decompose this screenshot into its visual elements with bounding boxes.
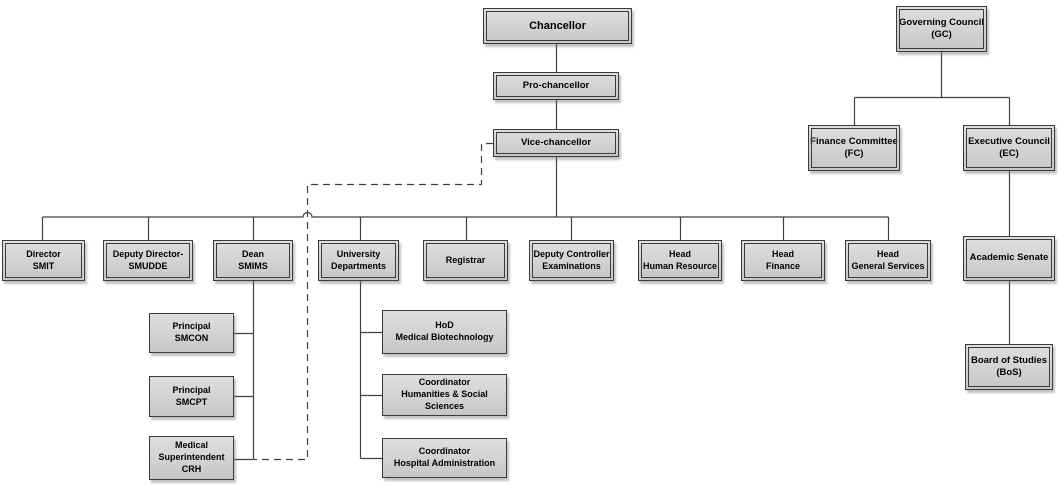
org-node-deputy-director-smudde: Deputy Director- SMUDDE (103, 240, 193, 281)
org-node-coordinator-humanities: Coordinator Humanities & Social Sciences (382, 374, 507, 416)
org-node-pro-chancellor: Pro-chancellor (493, 72, 619, 100)
org-node-chancellor: Chancellor (483, 8, 632, 44)
dashed-connector (254, 142, 493, 461)
org-node-deputy-controller-examinations: Deputy Controller Examinations (529, 240, 614, 281)
org-node-medical-superintendent-crh: Medical Superintendent CRH (149, 436, 234, 480)
org-node-head-general-services: Head General Services (845, 240, 931, 281)
org-node-principal-smcpt: Principal SMCPT (149, 376, 234, 417)
org-node-director-smit: Director SMIT (2, 240, 85, 281)
org-node-dean-smims: Dean SMIMS (213, 240, 293, 281)
org-node-principal-smcon: Principal SMCON (149, 313, 234, 353)
org-node-head-finance: Head Finance (741, 240, 825, 281)
org-node-head-human-resource: Head Human Resource (638, 240, 722, 281)
org-node-academic-senate: Academic Senate (963, 236, 1055, 281)
solid-connectors (41, 44, 1011, 461)
org-node-executive-council: Executive Council (EC) (963, 125, 1055, 171)
org-node-coordinator-hospital-admin: Coordinator Hospital Administration (382, 438, 507, 478)
org-node-governing-council: Governing Council (GC) (896, 6, 987, 52)
org-node-registrar: Registrar (423, 240, 508, 281)
org-node-hod-medical-biotechnology: HoD Medical Biotechnology (382, 310, 507, 354)
org-node-university-departments: University Departments (318, 240, 399, 281)
org-node-finance-committee: Finance Committee (FC) (808, 125, 900, 171)
org-node-vice-chancellor: Vice-chancellor (493, 129, 619, 157)
org-node-board-of-studies: Board of Studies (BoS) (965, 344, 1053, 390)
